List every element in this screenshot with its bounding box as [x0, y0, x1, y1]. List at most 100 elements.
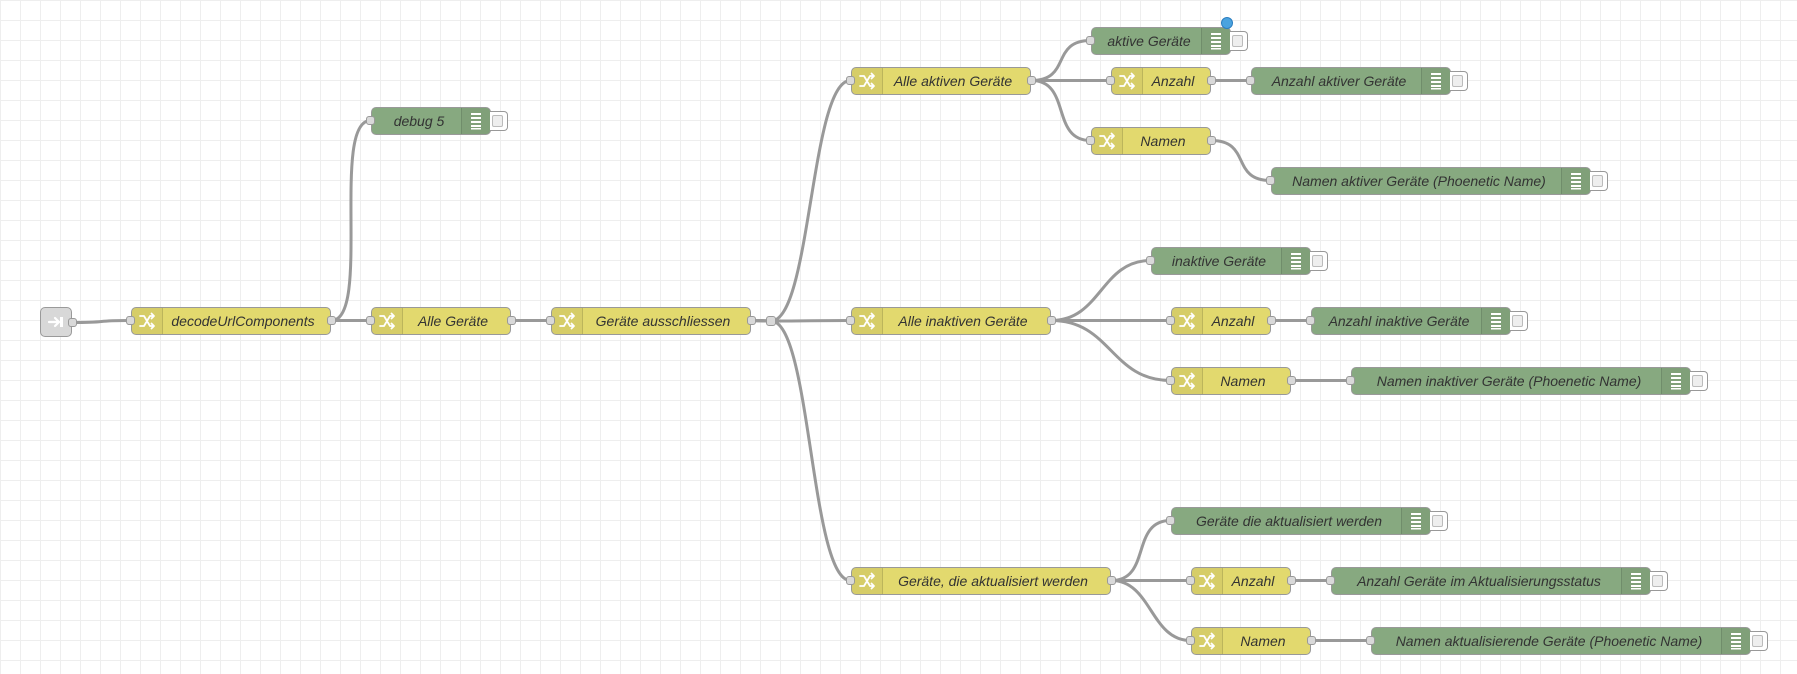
debug-toggle-button[interactable] — [1590, 171, 1608, 191]
output-port[interactable] — [1267, 316, 1276, 325]
input-port[interactable] — [1186, 576, 1195, 585]
input-port[interactable] — [846, 76, 855, 85]
input-port[interactable] — [1366, 636, 1375, 645]
input-port[interactable] — [846, 576, 855, 585]
debug-list-icon — [1481, 308, 1510, 334]
wire[interactable] — [1051, 259, 1151, 322]
node-label: inaktive Geräte — [1171, 253, 1267, 269]
node-label: Namen inaktiver Geräte (Phoenetic Name) — [1376, 373, 1642, 389]
debug-toggle-button[interactable] — [1750, 631, 1768, 651]
shuffle-icon — [1112, 68, 1143, 94]
node-label: Anzahl — [1151, 73, 1195, 89]
node-namen-akt[interactable]: Namen — [1186, 627, 1316, 655]
debug-toggle-button[interactable] — [1450, 71, 1468, 91]
node-label: Namen aktualisierende Geräte (Phoenetic … — [1395, 633, 1703, 649]
input-port[interactable] — [1266, 176, 1275, 185]
inject-arrow-icon — [47, 313, 65, 336]
node-decode[interactable]: decodeUrlComponents — [126, 307, 336, 335]
wire[interactable] — [770, 79, 851, 323]
output-port[interactable] — [1287, 576, 1296, 585]
node-anzahl-inaktiv[interactable]: Anzahl — [1166, 307, 1276, 335]
node-alle-geraete[interactable]: Alle Geräte — [366, 307, 516, 335]
node-anzahl-aktiv[interactable]: Anzahl — [1106, 67, 1216, 95]
node-namen-inaktiv[interactable]: Namen — [1166, 367, 1296, 395]
output-port[interactable] — [1027, 76, 1036, 85]
input-port[interactable] — [1146, 256, 1155, 265]
node-label: Anzahl — [1231, 573, 1275, 589]
shuffle-icon — [132, 308, 163, 334]
node-label: Anzahl inaktive Geräte — [1328, 313, 1470, 329]
wire[interactable] — [1111, 579, 1191, 642]
debug-node-aktive-geraete[interactable]: aktive Geräte — [1086, 17, 1248, 55]
debug-node-anzahl-aktiver[interactable]: Anzahl aktiver Geräte — [1246, 67, 1468, 95]
input-port[interactable] — [1086, 136, 1095, 145]
output-port[interactable] — [68, 318, 77, 327]
input-port[interactable] — [546, 316, 555, 325]
debug-toggle-button[interactable] — [1690, 371, 1708, 391]
debug-toggle-button[interactable] — [1430, 511, 1448, 531]
input-port[interactable] — [1086, 36, 1095, 45]
output-port[interactable] — [1287, 376, 1296, 385]
node-anzahl-akt[interactable]: Anzahl — [1186, 567, 1296, 595]
node-namen-aktiv[interactable]: Namen — [1086, 127, 1216, 155]
output-port[interactable] — [1307, 636, 1316, 645]
wire[interactable] — [770, 319, 851, 582]
debug-node-anzahl-aktualisierung[interactable]: Anzahl Geräte im Aktualisierungsstatus — [1326, 567, 1668, 595]
wire[interactable] — [1031, 79, 1091, 142]
debug-list-icon — [1621, 568, 1650, 594]
wire[interactable] — [1031, 39, 1091, 82]
node-alle-inaktiven-geraete[interactable]: Alle inaktiven Geräte — [846, 307, 1056, 335]
input-port[interactable] — [126, 316, 135, 325]
input-port[interactable] — [1306, 316, 1315, 325]
debug-node-namen-inaktiver[interactable]: Namen inaktiver Geräte (Phoenetic Name) — [1346, 367, 1708, 395]
wire[interactable] — [1051, 319, 1171, 382]
debug-node-namen-aktualisierend[interactable]: Namen aktualisierende Geräte (Phoenetic … — [1366, 627, 1768, 655]
output-port[interactable] — [1107, 576, 1116, 585]
debug-node-inaktive-geraete[interactable]: inaktive Geräte — [1146, 247, 1328, 275]
debug-toggle-button[interactable] — [1650, 571, 1668, 591]
shuffle-icon — [1192, 628, 1223, 654]
debug-list-icon — [461, 108, 490, 134]
output-port[interactable] — [1207, 136, 1216, 145]
output-port[interactable] — [1047, 316, 1056, 325]
output-port[interactable] — [747, 316, 756, 325]
wire-junction[interactable] — [766, 316, 776, 326]
node-label: Alle inaktiven Geräte — [898, 313, 1028, 329]
debug-toggle-button[interactable] — [1230, 31, 1248, 51]
input-port[interactable] — [1246, 76, 1255, 85]
input-port[interactable] — [846, 316, 855, 325]
debug-toggle-button[interactable] — [490, 111, 508, 131]
inject-node[interactable] — [40, 307, 77, 337]
shuffle-icon — [1172, 368, 1203, 394]
debug-toggle-button[interactable] — [1510, 311, 1528, 331]
node-geraete-aktualisiert[interactable]: Geräte, die aktualisiert werden — [846, 567, 1116, 595]
node-geraete-ausschliessen[interactable]: Geräte ausschliessen — [546, 307, 756, 335]
output-port[interactable] — [327, 316, 336, 325]
output-port[interactable] — [507, 316, 516, 325]
shuffle-icon — [372, 308, 403, 334]
debug-node-debug5[interactable]: debug 5 — [366, 107, 508, 135]
node-alle-aktiven-geraete[interactable]: Alle aktiven Geräte — [846, 67, 1036, 95]
input-port[interactable] — [1166, 516, 1175, 525]
node-label: Namen — [1220, 373, 1266, 389]
debug-list-icon — [1401, 508, 1430, 534]
debug-node-anzahl-inaktive[interactable]: Anzahl inaktive Geräte — [1306, 307, 1528, 335]
wire[interactable] — [1111, 519, 1171, 582]
input-port[interactable] — [1106, 76, 1115, 85]
wire[interactable] — [331, 119, 371, 322]
debug-list-icon — [1561, 168, 1590, 194]
output-port[interactable] — [1207, 76, 1216, 85]
input-port[interactable] — [1326, 576, 1335, 585]
wire[interactable] — [1211, 139, 1271, 182]
input-port[interactable] — [1346, 376, 1355, 385]
input-port[interactable] — [1186, 636, 1195, 645]
wire[interactable] — [770, 319, 851, 323]
input-port[interactable] — [1166, 376, 1175, 385]
debug-node-geraete-aktualisiert[interactable]: Geräte die aktualisiert werden — [1166, 507, 1448, 535]
input-port[interactable] — [366, 316, 375, 325]
wire[interactable] — [72, 319, 131, 324]
input-port[interactable] — [1166, 316, 1175, 325]
debug-toggle-button[interactable] — [1310, 251, 1328, 271]
input-port[interactable] — [366, 116, 375, 125]
debug-node-namen-aktiver[interactable]: Namen aktiver Geräte (Phoenetic Name) — [1266, 167, 1608, 195]
